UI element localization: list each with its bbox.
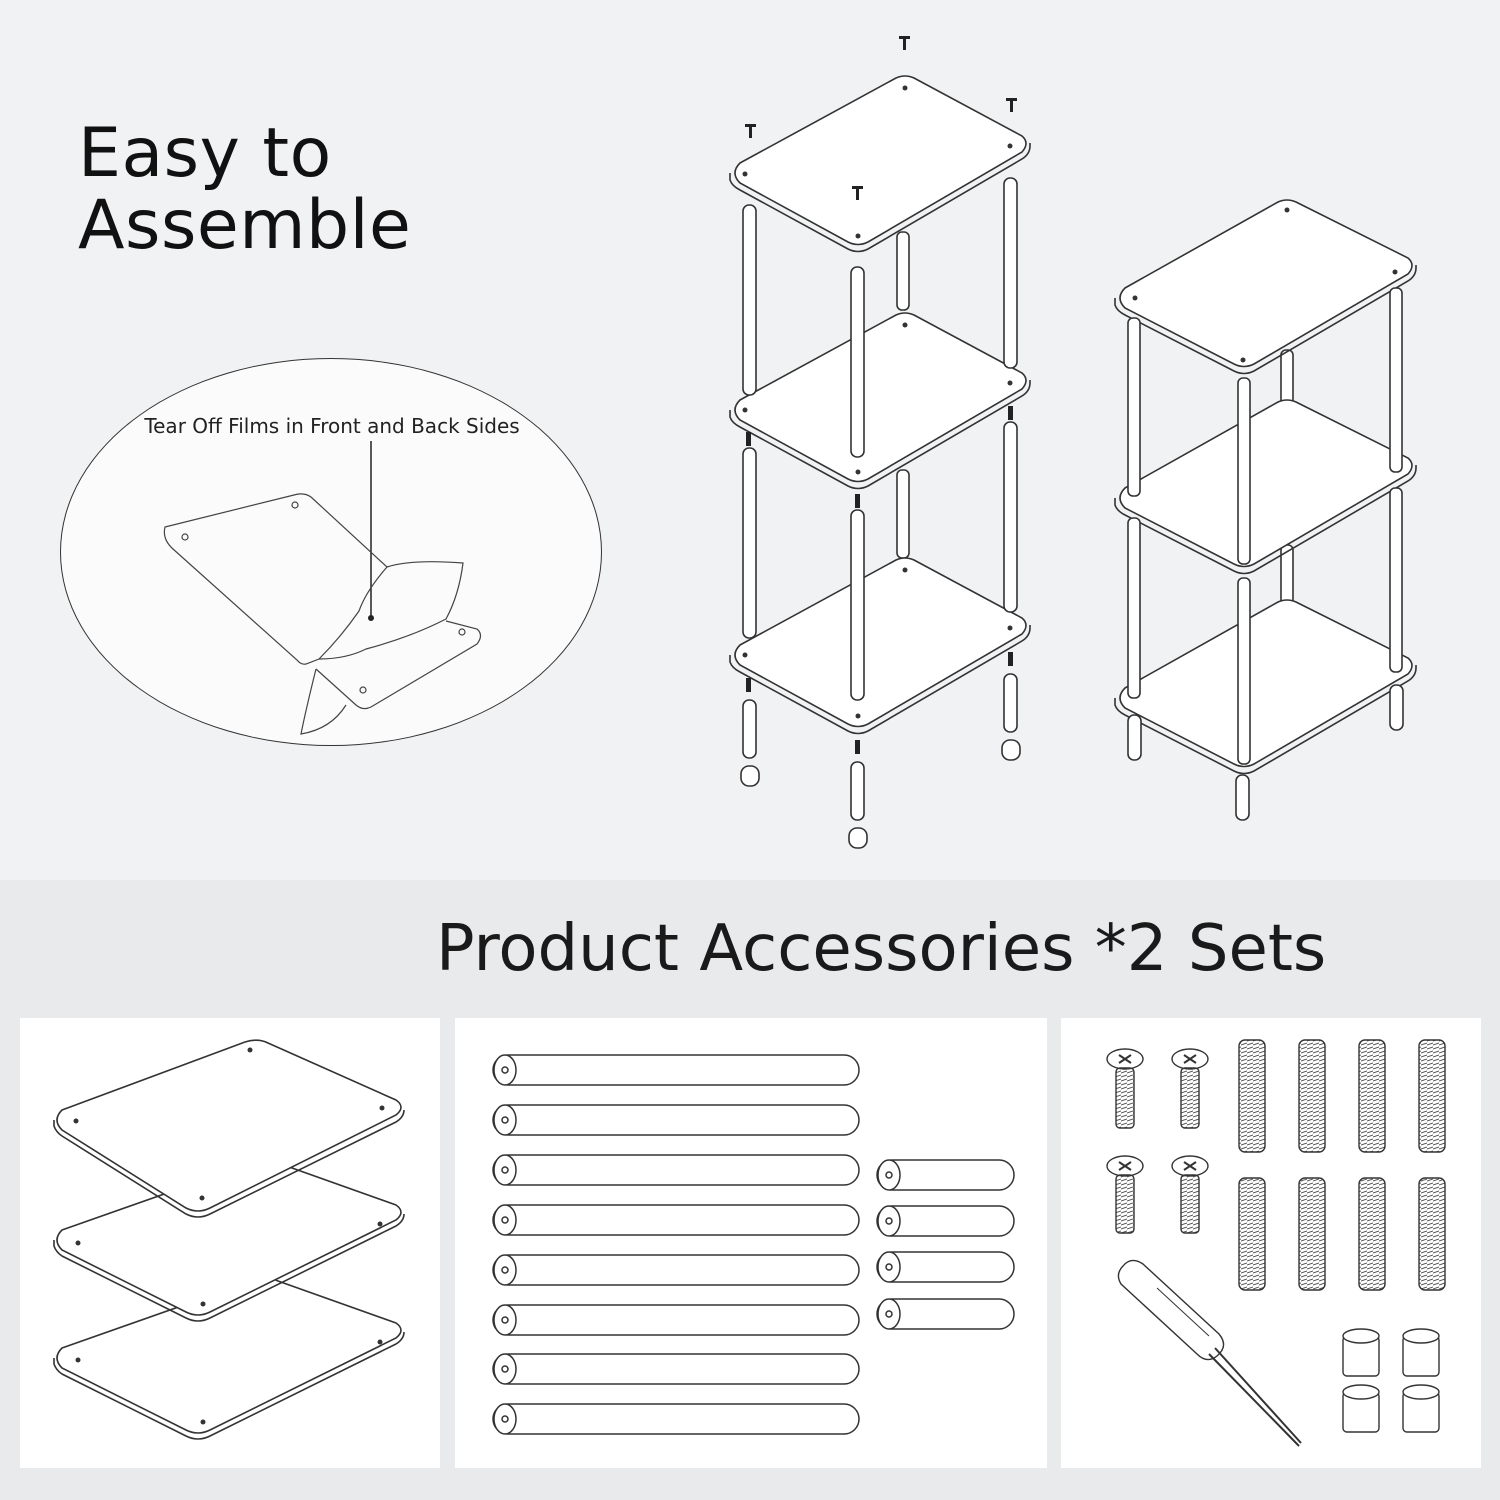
callout-label: Tear Off Films in Front and Back Sides xyxy=(144,414,520,438)
hero-section: Easy to Assemble Tear Off Films in Front… xyxy=(60,36,1417,849)
tube-icon xyxy=(492,1054,1015,1435)
page-title: Easy to Assemble xyxy=(78,118,411,262)
peel-film-icon xyxy=(163,441,482,735)
screwdriver-icon xyxy=(1117,1259,1302,1447)
foot-cap-icon xyxy=(1342,1328,1440,1433)
shelf-assembly-diagram xyxy=(729,36,1417,849)
hardware-icon xyxy=(1106,1039,1446,1447)
screw-icon xyxy=(1106,1048,1209,1234)
accessories-title: Product Accessories *2 Sets xyxy=(436,912,1327,986)
film-callout: Tear Off Films in Front and Back Sides xyxy=(60,358,602,746)
panels-card xyxy=(20,1018,440,1468)
title-line-1: Easy to xyxy=(78,114,332,193)
threaded-rod-icon xyxy=(1238,1039,1446,1291)
shelf-panel-icon xyxy=(53,1039,405,1440)
hardware-card xyxy=(1061,1018,1481,1468)
exploded-shelf-diagram xyxy=(729,36,1031,849)
short-tube-icon xyxy=(876,1159,1015,1330)
tubes-card xyxy=(455,1018,1047,1468)
assembled-shelf-diagram xyxy=(1114,199,1417,821)
title-line-2: Assemble xyxy=(78,186,412,265)
long-tubes xyxy=(492,1054,860,1435)
